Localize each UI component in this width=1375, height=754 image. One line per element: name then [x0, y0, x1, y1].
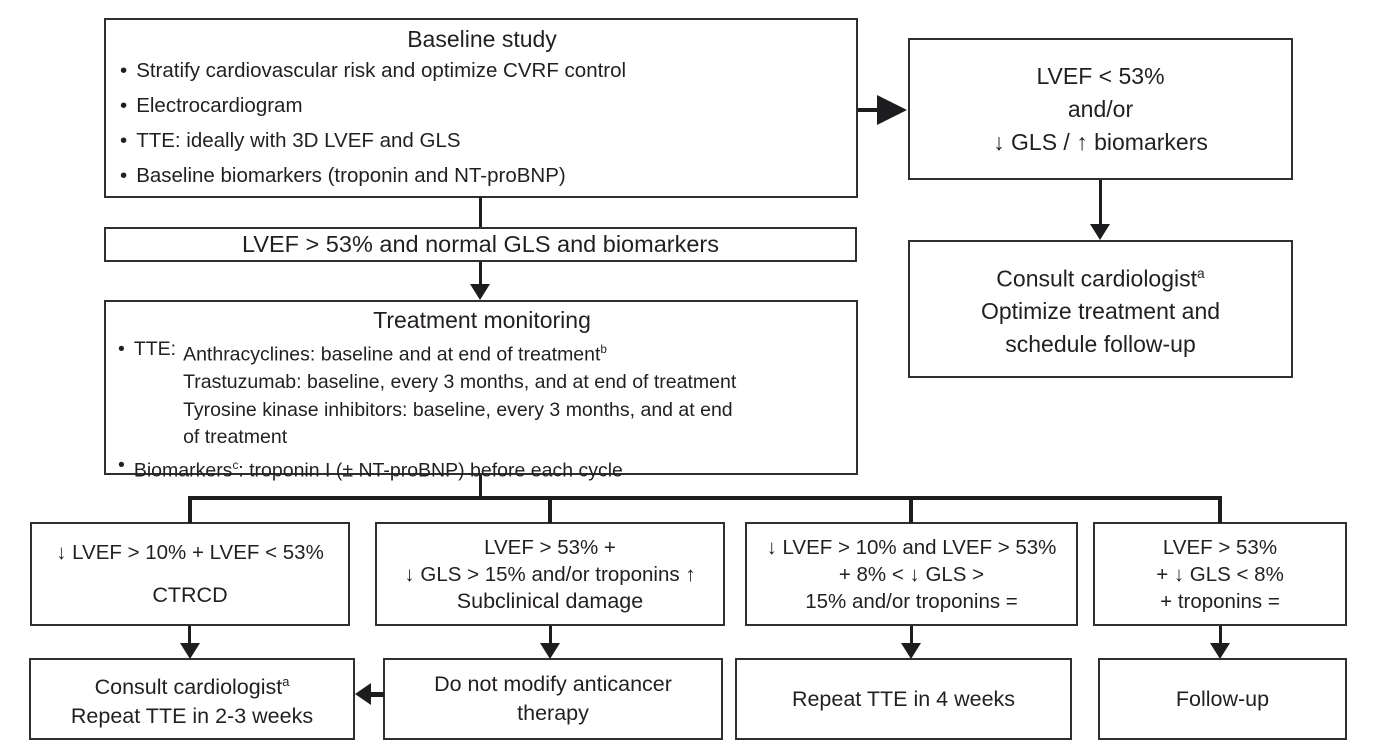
footnote-b: b: [600, 343, 607, 356]
branch-horizontal-line: [188, 496, 1222, 500]
arrowhead-down-icon: [180, 643, 200, 659]
arrow-normal-to-outcome-line: [1219, 626, 1222, 644]
treatment-tte-line-4: of treatment: [183, 426, 288, 448]
arrowhead-down-icon: [540, 643, 560, 659]
bullet-icon: •: [118, 338, 125, 360]
abnormal-baseline-line-2: and/or: [1067, 95, 1134, 122]
bullet-icon: •: [118, 453, 125, 476]
arrowhead-down-icon: [1210, 643, 1230, 659]
condition-subclinical-box: LVEF > 53% + ↓ GLS > 15% and/or troponin…: [375, 522, 725, 626]
treatment-tte-row: • TTE: Anthracyclines: baseline and at e…: [118, 336, 846, 452]
outcome-consult-repeat-tte-box: Consult cardiologista Repeat TTE in 2-3 …: [29, 658, 355, 740]
treatment-monitoring-box: Treatment monitoring • TTE: Anthracyclin…: [104, 300, 858, 481]
outcome-repeat-tte-text: Repeat TTE in 4 weeks: [791, 686, 1016, 711]
arrow-bar-to-treatment-line: [479, 262, 482, 286]
arrow-baseline-to-abnormal-line: [858, 108, 880, 112]
arrow-subclinical-to-outcome-line: [549, 626, 552, 644]
arrowhead-left-icon: [355, 683, 371, 705]
branch-drop-normal: [1218, 496, 1222, 523]
connector-baseline-to-bar: [479, 197, 482, 227]
normal-baseline-text: LVEF > 53% and normal GLS and biomarkers: [242, 231, 719, 257]
baseline-bullet-2: • Electrocardiogram: [120, 88, 844, 123]
treatment-tte-line-1: Anthracyclines: baseline and at end of t…: [183, 343, 607, 366]
arrow-donotmodify-to-consult-line: [369, 692, 384, 697]
condition-normal-criteria-1: LVEF > 53%: [1162, 535, 1278, 559]
outcome-do-not-modify-box: Do not modify anticancer therapy: [383, 658, 723, 740]
normal-baseline-bar: LVEF > 53% and normal GLS and biomarkers: [104, 227, 857, 262]
condition-normal-criteria-3: + troponins =: [1160, 589, 1280, 613]
footnote-c: c: [232, 458, 239, 472]
abnormal-baseline-box: LVEF < 53% and/or ↓ GLS / ↑ biomarkers: [908, 38, 1293, 180]
outcome-consult-line-1: Consult cardiologista: [94, 673, 290, 700]
treatment-tte-line-2: Trastuzumab: baseline, every 3 months, a…: [183, 371, 737, 393]
treatment-biomarkers-row: • Biomarkersc: troponin I (± NT-proBNP) …: [118, 452, 846, 485]
treatment-tte-line-3: Tyrosine kinase inhibitors: baseline, ev…: [183, 398, 733, 421]
bullet-icon: •: [120, 94, 128, 117]
condition-borderline-box: ↓ LVEF > 10% and LVEF > 53% + 8% < ↓ GLS…: [745, 522, 1078, 626]
condition-borderline-criteria-3: 15% and/or troponins =: [805, 589, 1018, 613]
condition-subclinical-criteria-2: ↓ GLS > 15% and/or troponins ↑: [404, 562, 696, 586]
baseline-study-box: Baseline study • Stratify cardiovascular…: [104, 18, 858, 198]
baseline-bullet-2-text: Electrocardiogram: [136, 94, 303, 117]
baseline-study-title: Baseline study: [407, 26, 557, 52]
arrowhead-down-icon: [1090, 224, 1110, 240]
abnormal-baseline-line-3: ↓ GLS / ↑ biomarkers: [993, 128, 1208, 155]
outcome-consult-line-2: Repeat TTE in 2-3 weeks: [70, 704, 314, 729]
condition-ctrcd-criteria: ↓ LVEF > 10% + LVEF < 53%: [56, 541, 324, 565]
arrowhead-right-icon: [877, 95, 907, 125]
baseline-bullet-1-text: Stratify cardiovascular risk and optimiz…: [136, 59, 627, 82]
branch-stem-line: [479, 475, 482, 498]
condition-subclinical-label: Subclinical damage: [456, 588, 644, 613]
branch-drop-subclinical: [548, 496, 552, 523]
condition-borderline-criteria-2: + 8% < ↓ GLS >: [838, 562, 985, 586]
baseline-bullet-3-text: TTE: ideally with 3D LVEF and GLS: [136, 129, 461, 152]
arrowhead-down-icon: [470, 284, 490, 300]
outcome-repeat-tte-4-weeks-box: Repeat TTE in 4 weeks: [735, 658, 1072, 740]
treatment-biomarkers-text: Biomarkersc: troponin I (± NT-proBNP) be…: [133, 458, 623, 482]
treatment-tte-label: TTE:: [133, 338, 177, 360]
condition-normal-box: LVEF > 53% + ↓ GLS < 8% + troponins =: [1093, 522, 1347, 626]
footnote-a: a: [1197, 265, 1205, 281]
treatment-monitoring-title: Treatment monitoring: [373, 307, 591, 333]
treatment-tte-details: Anthracyclines: baseline and at end of t…: [183, 336, 736, 452]
arrowhead-down-icon: [901, 643, 921, 659]
condition-ctrcd-box: ↓ LVEF > 10% + LVEF < 53% CTRCD: [30, 522, 350, 626]
arrow-ctrcd-to-outcome-line: [188, 626, 191, 644]
arrow-borderline-to-outcome-line: [910, 626, 913, 644]
outcome-do-not-modify-line-2: therapy: [517, 701, 589, 725]
consult-top-line-1: Consult cardiologista: [996, 265, 1205, 292]
consult-cardiologist-optimize-box: Consult cardiologista Optimize treatment…: [908, 240, 1293, 378]
condition-borderline-criteria-1: ↓ LVEF > 10% and LVEF > 53%: [766, 535, 1057, 559]
branch-drop-ctrcd: [188, 496, 192, 523]
outcome-follow-up-box: Follow-up: [1098, 658, 1347, 740]
baseline-bullet-4-text: Baseline biomarkers (troponin and NT-pro…: [136, 164, 566, 187]
baseline-study-bullets: • Stratify cardiovascular risk and optim…: [120, 53, 844, 193]
consult-top-line-2: Optimize treatment and: [980, 298, 1221, 325]
arrow-abnormal-to-consult-line: [1099, 180, 1102, 225]
baseline-bullet-1: • Stratify cardiovascular risk and optim…: [120, 53, 844, 88]
bullet-icon: •: [120, 129, 128, 152]
bullet-icon: •: [120, 59, 128, 82]
condition-ctrcd-label: CTRCD: [152, 582, 228, 607]
branch-drop-borderline: [909, 496, 913, 523]
baseline-bullet-4: • Baseline biomarkers (troponin and NT-p…: [120, 158, 844, 193]
consult-top-line-3: schedule follow-up: [1005, 331, 1196, 358]
condition-subclinical-criteria-1: LVEF > 53% +: [484, 535, 616, 559]
outcome-follow-up-text: Follow-up: [1175, 686, 1270, 711]
abnormal-baseline-line-1: LVEF < 53%: [1036, 62, 1165, 89]
baseline-bullet-3: • TTE: ideally with 3D LVEF and GLS: [120, 123, 844, 158]
outcome-do-not-modify-line-1: Do not modify anticancer: [434, 672, 672, 696]
footnote-a: a: [282, 673, 290, 689]
bullet-icon: •: [120, 164, 128, 187]
condition-normal-criteria-2: + ↓ GLS < 8%: [1156, 562, 1284, 586]
